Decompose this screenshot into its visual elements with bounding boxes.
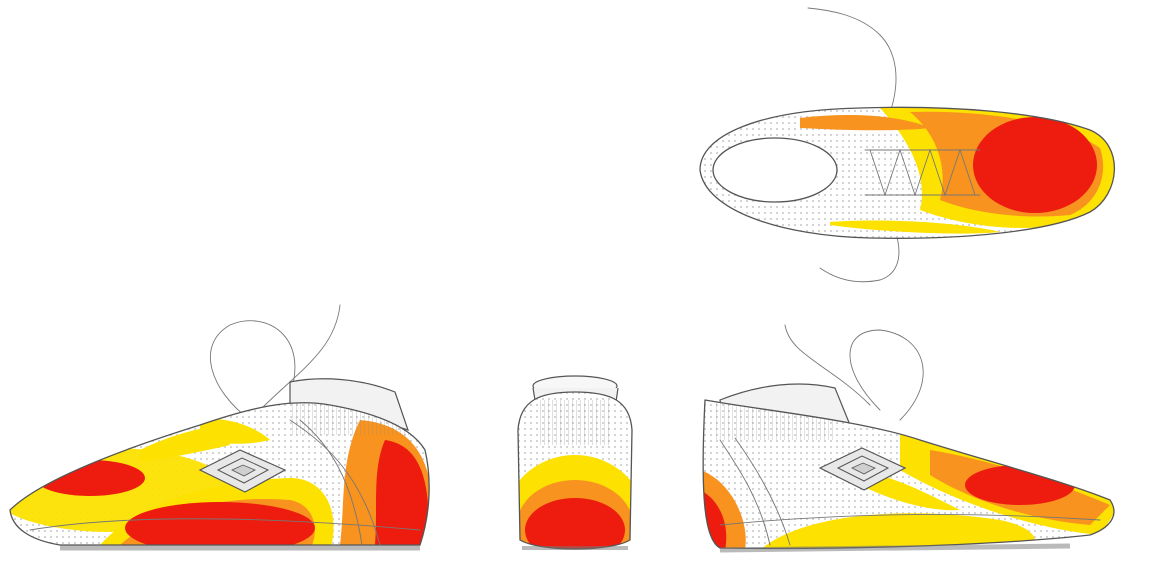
left-lace-end	[259, 304, 341, 411]
right-side-boot-view	[702, 324, 1115, 553]
back-boot-view	[517, 375, 633, 550]
top-boot-outline	[699, 106, 1116, 239]
double-diamond-logo-icon	[818, 447, 907, 491]
left-boot-outline	[9, 402, 430, 546]
top-boot-view	[699, 7, 1116, 283]
left-side-boot-view	[9, 304, 430, 551]
right-lace-loop	[849, 329, 924, 421]
double-diamond-logo-icon	[198, 449, 287, 493]
right-boot-outline	[702, 399, 1115, 550]
right-lace-end	[784, 324, 871, 406]
left-lace-loop	[210, 320, 296, 421]
top-boot-opening	[712, 137, 838, 203]
